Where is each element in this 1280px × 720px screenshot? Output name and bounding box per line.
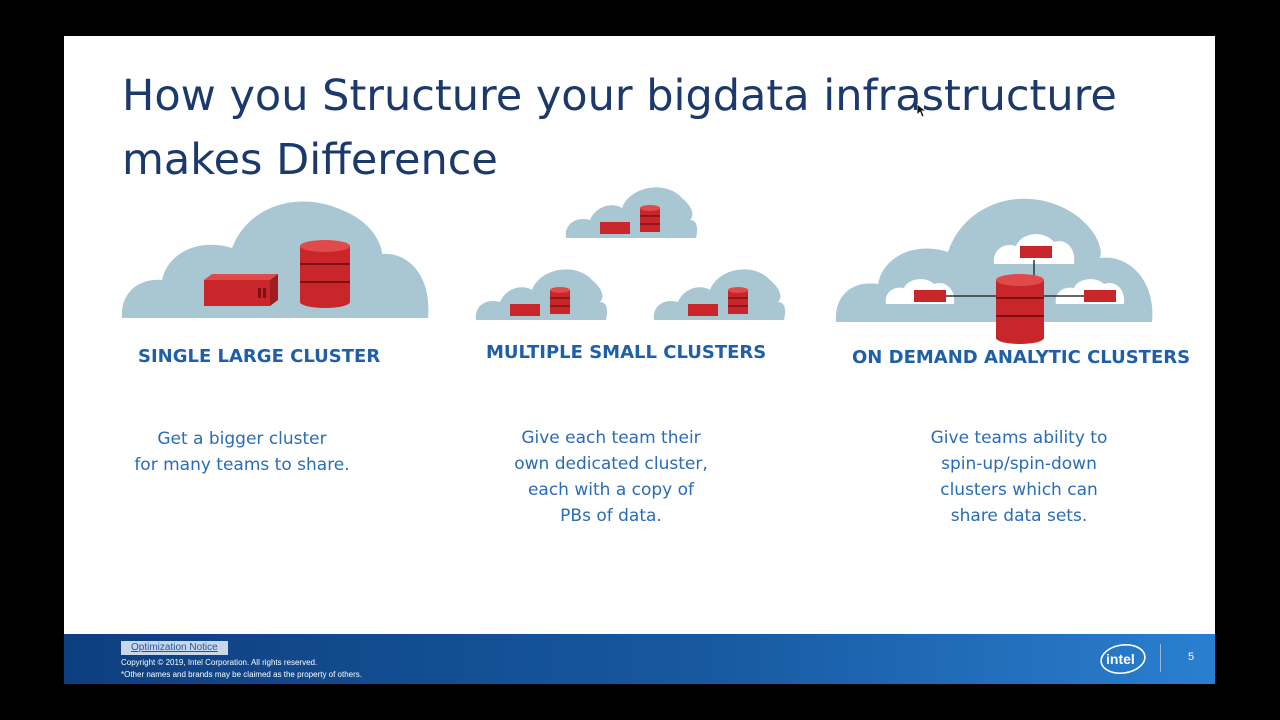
small-cluster-top: [565, 187, 698, 238]
cloud-icon: [121, 201, 429, 318]
database-icon: [996, 274, 1044, 344]
heading-multiple-small-clusters: MULTIPLE SMALL CLUSTERS: [486, 342, 767, 363]
title-line-2: makes Difference: [122, 135, 498, 185]
slide-title: How you Structure your bigdata infrastru…: [122, 64, 1117, 192]
desc-on-demand-analytic-clusters: Give teams ability to spin-up/spin-down …: [904, 425, 1134, 529]
desc-line: own dedicated cluster,: [514, 454, 708, 474]
intel-logo-text: intel: [1106, 651, 1135, 667]
desc-line: Give each team their: [521, 428, 701, 448]
desc-line: clusters which can: [940, 480, 1098, 500]
desc-line: spin-up/spin-down: [941, 454, 1097, 474]
page-number: 5: [1188, 651, 1195, 663]
optimization-notice-link[interactable]: Optimization Notice: [121, 641, 228, 655]
mouse-cursor-icon: [917, 104, 927, 118]
copyright-text: Copyright © 2019, Intel Corporation. All…: [121, 658, 318, 667]
desc-single-large-cluster: Get a bigger cluster for many teams to s…: [122, 426, 362, 478]
cloud-icon: [565, 187, 698, 238]
server-icon: [204, 274, 278, 306]
intel-logo: intel: [1100, 644, 1146, 674]
slide-footer: Optimization Notice Copyright © 2019, In…: [64, 634, 1215, 684]
disclaimer-text: *Other names and brands may be claimed a…: [121, 670, 363, 679]
desc-multiple-small-clusters: Give each team their own dedicated clust…: [496, 425, 726, 529]
desc-line: Give teams ability to: [930, 428, 1108, 448]
footer-divider: [1160, 644, 1161, 672]
desc-line: each with a copy of: [527, 480, 695, 500]
title-line-1: How you Structure your bigdata infrastru…: [122, 71, 1117, 121]
desc-line: for many teams to share.: [134, 455, 350, 475]
on-demand-clusters-illustration: [835, 198, 1153, 344]
desc-line: share data sets.: [950, 506, 1088, 526]
single-cluster-illustration: [121, 201, 429, 318]
slide: How you Structure your bigdata infrastru…: [64, 36, 1215, 684]
cloud-icon: [475, 269, 608, 320]
small-cluster-right: [653, 269, 786, 320]
heading-single-large-cluster: SINGLE LARGE CLUSTER: [138, 346, 381, 367]
desc-line: Get a bigger cluster: [157, 429, 327, 449]
heading-on-demand-analytic-clusters: ON DEMAND ANALYTIC CLUSTERS: [852, 347, 1191, 368]
multiple-clusters-illustration: [475, 187, 786, 320]
cloud-icon: [653, 269, 786, 320]
desc-line: PBs of data.: [560, 506, 662, 526]
database-icon: [300, 240, 350, 308]
small-cluster-left: [475, 269, 608, 320]
